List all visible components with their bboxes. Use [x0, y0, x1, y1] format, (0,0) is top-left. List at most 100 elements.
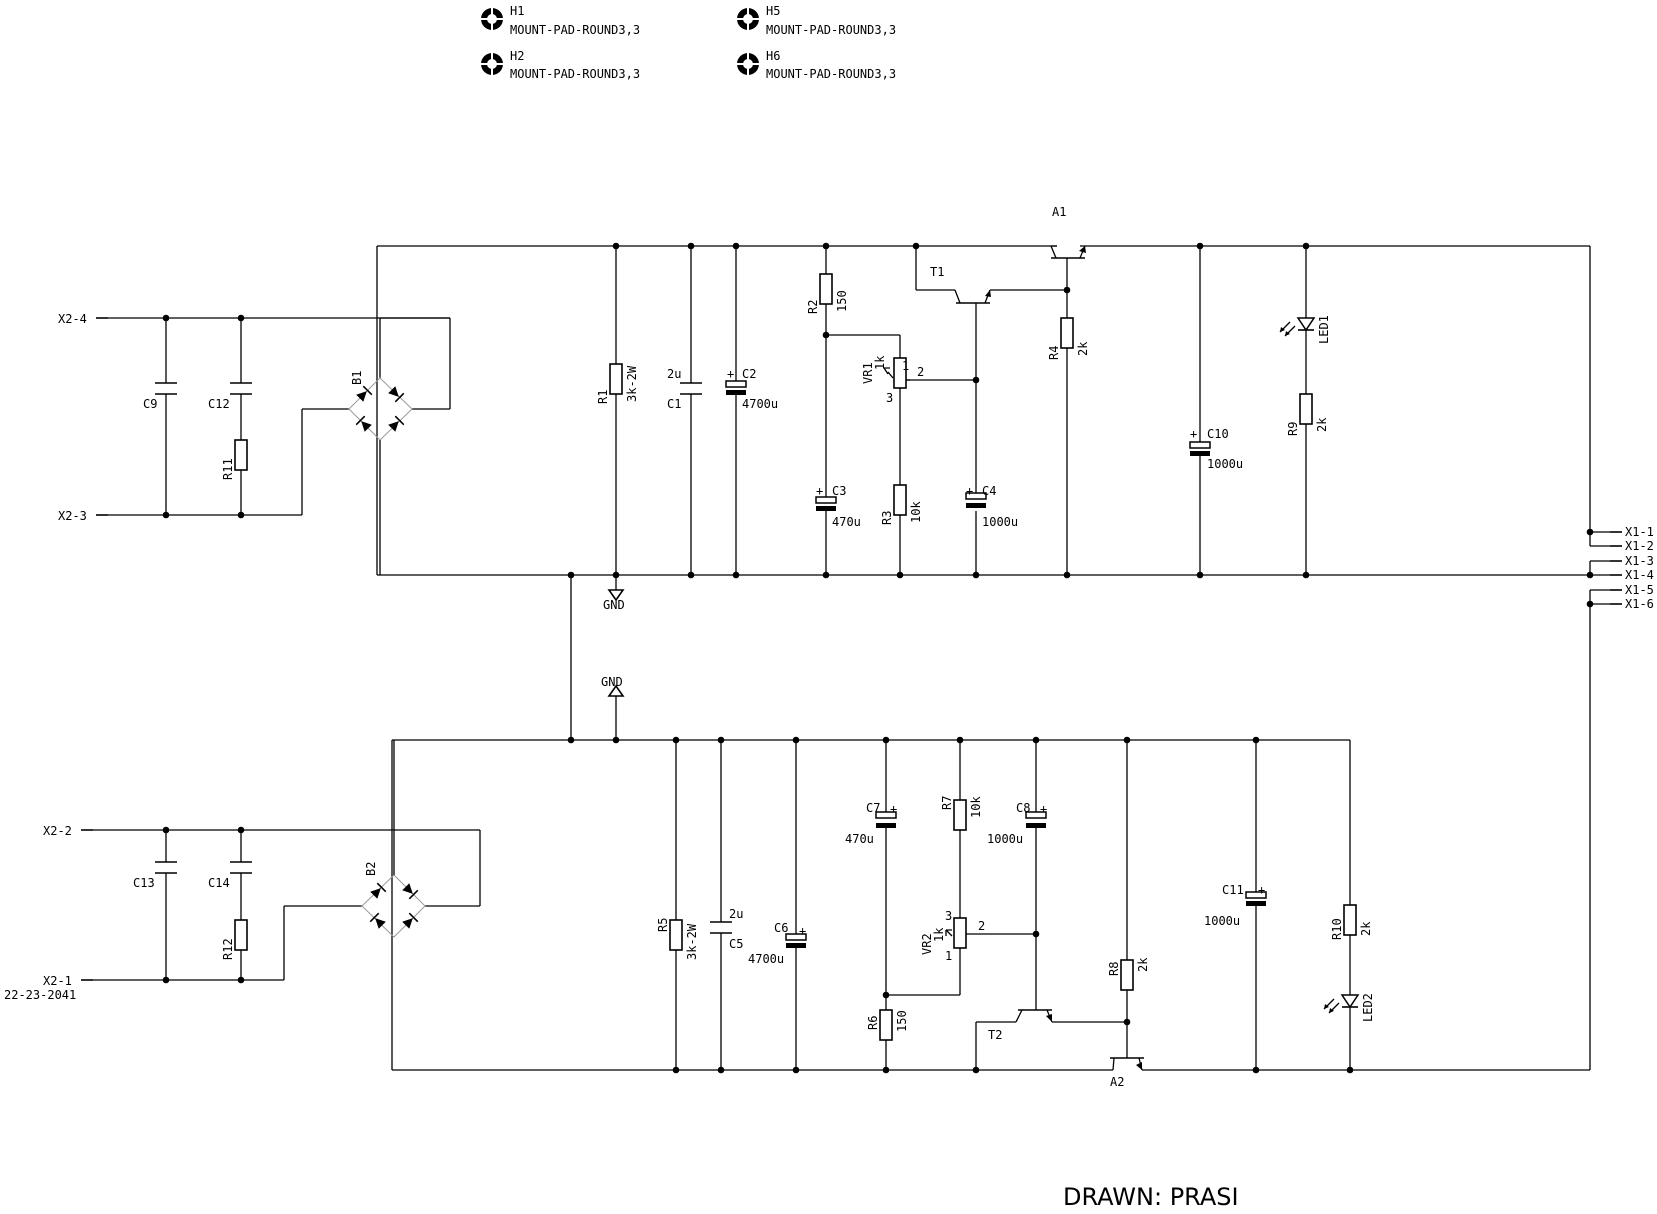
capacitor-c4: + C4 1000u [965, 484, 1018, 529]
resistor-r5: R5 3k-2W [656, 918, 699, 960]
capacitor-c11: + C11 1000u [1204, 883, 1267, 928]
potentiometer-vr2: VR2 1k 3 2 1 [920, 909, 985, 963]
resistor-r12: R12 [221, 919, 248, 960]
pin-x2-1: X2-1 [43, 974, 72, 988]
gnd-bottom-label: GND [601, 675, 623, 689]
mount-hole-h2: H2 MOUNT-PAD-ROUND3,3 [478, 49, 640, 81]
r9-value: 2k [1315, 417, 1329, 432]
pin-x2-4: X2-4 [58, 312, 87, 326]
r1-ref: R1 [596, 390, 610, 404]
capacitor-c1: 2u C1 [667, 367, 702, 411]
resistor-r4: R4 2k [1047, 317, 1090, 360]
pin-x1-2: X1-2 [1625, 539, 1654, 553]
r5-value: 3k-2W [685, 923, 699, 960]
c7-ref: C7 [866, 801, 880, 815]
capacitor-c7: + C7 470u [845, 801, 897, 846]
c1-value: 2u [667, 367, 681, 381]
drawn-by-label: DRAWN: PRASI [1063, 1183, 1239, 1211]
c6-plus: + [799, 924, 806, 938]
vr1-pin1: 1 [902, 359, 909, 373]
resistor-r10: R10 2k [1330, 904, 1373, 940]
capacitor-c8: + C8 1000u [987, 801, 1047, 846]
capacitor-c14: C14 [208, 861, 252, 890]
gnd-symbol-top: GND [603, 589, 625, 612]
r4-ref: R4 [1047, 346, 1061, 360]
c2-ref: C2 [742, 367, 756, 381]
resistor-r6: R6 150 [866, 1009, 909, 1041]
bridge-rectifier-b1: B1 [348, 371, 413, 575]
gnd-symbol-bottom: GND [601, 675, 625, 726]
connector-x2: X2-4 X2-3 X2-2 X2-1 22-23-2041 [4, 312, 108, 1002]
r2-ref: R2 [806, 300, 820, 314]
capacitor-c10: + C10 1000u [1189, 427, 1243, 471]
c11-value: 1000u [1204, 914, 1240, 928]
c2-plus: + [727, 367, 734, 381]
r12-ref: R12 [221, 938, 235, 960]
capacitor-c2: + C2 4700u [725, 367, 778, 411]
mount-hole-h1: H1 MOUNT-PAD-ROUND3,3 [478, 4, 640, 37]
c4-ref: C4 [982, 484, 996, 498]
a2-ref: A2 [1110, 1075, 1124, 1089]
capacitor-c3: + C3 470u [815, 484, 861, 529]
t1-ref: T1 [930, 265, 944, 279]
led-led1: LED1 [1279, 315, 1331, 344]
r2-value: 150 [835, 290, 849, 312]
r5-ref: R5 [656, 918, 670, 932]
h1-ref: H1 [510, 4, 524, 18]
resistor-r2: R2 150 [806, 273, 849, 314]
h5-ref: H5 [766, 4, 780, 18]
vr1-pin2: 2 [917, 365, 924, 379]
c11-ref: C11 [1222, 883, 1244, 897]
c10-value: 1000u [1207, 457, 1243, 471]
c4-value: 1000u [982, 515, 1018, 529]
r4-value: 2k [1076, 341, 1090, 356]
capacitor-c13: C13 [133, 861, 177, 890]
pin-x1-1: X1-1 [1625, 525, 1654, 539]
r7-ref: R7 [940, 796, 954, 810]
r6-value: 150 [895, 1010, 909, 1032]
c8-value: 1000u [987, 832, 1023, 846]
c7-value: 470u [845, 832, 874, 846]
r9-ref: R9 [1286, 422, 1300, 436]
pin-x1-4: X1-4 [1625, 568, 1654, 582]
c12-ref: C12 [208, 397, 230, 411]
c6-ref: C6 [774, 921, 788, 935]
c14-ref: C14 [208, 876, 230, 890]
doc-number: 22-23-2041 [4, 988, 76, 1002]
junction-dots [162, 242, 1594, 1074]
r8-value: 2k [1136, 957, 1150, 972]
vr1-value: 1k [873, 355, 887, 370]
b1-ref: B1 [350, 371, 364, 385]
c13-ref: C13 [133, 876, 155, 890]
r7-value: 10k [969, 796, 983, 818]
potentiometer-vr1: VR1 1k 1 2 3 [861, 355, 924, 405]
led-led2: LED2 [1323, 993, 1375, 1022]
vr2-value: 1k [932, 927, 946, 942]
transistor-t1: T1 [930, 265, 991, 310]
pin-x1-6: X1-6 [1625, 597, 1654, 611]
r11-ref: R11 [221, 458, 235, 480]
c9-ref: C9 [143, 397, 157, 411]
capacitor-c6: + C6 4700u [748, 921, 807, 966]
c4-plus: + [966, 484, 973, 498]
r3-value: 10k [909, 501, 923, 523]
h2-ref: H2 [510, 49, 524, 63]
capacitor-c12: C12 [208, 382, 252, 411]
c5-ref: C5 [729, 937, 743, 951]
gnd-top-label: GND [603, 598, 625, 612]
c8-ref: C8 [1016, 801, 1030, 815]
c8-plus: + [1040, 802, 1047, 816]
resistor-r9: R9 2k [1286, 393, 1329, 436]
c10-plus: + [1190, 427, 1197, 441]
vr1-ref: VR1 [861, 362, 875, 384]
transistor-t2: T2 [988, 1002, 1053, 1042]
pin-x2-3: X2-3 [58, 509, 87, 523]
t2-ref: T2 [988, 1028, 1002, 1042]
r8-ref: R8 [1107, 962, 1121, 976]
h6-ref: H6 [766, 49, 780, 63]
c2-value: 4700u [742, 397, 778, 411]
c3-ref: C3 [832, 484, 846, 498]
resistor-r8: R8 2k [1107, 957, 1150, 991]
vr1-pin3: 3 [886, 391, 893, 405]
capacitor-c9: C9 [143, 382, 177, 411]
